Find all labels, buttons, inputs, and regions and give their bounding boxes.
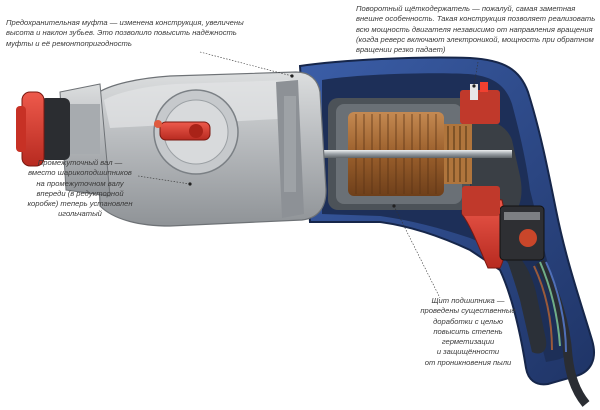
annotation-line: муфты и её ремонтопригодность [6,38,132,48]
leader-brush-holder [473,61,479,87]
annotation-line: внешне особенность. Такая конструкция по… [356,14,596,24]
chuck-assembly [16,83,111,197]
speed-dial [519,229,537,247]
annotation-line: (когда реверс включают электроникой, мощ… [356,34,594,44]
mode-selector [153,89,239,175]
annotation-line: повысить степень [433,326,503,336]
leader-bearing-shield [393,205,441,299]
power-cable [533,259,590,407]
leader-dots [188,74,476,208]
annotation-safety-clutch: Предохранительная муфта — изменена конст… [6,18,244,49]
leader-clutch [199,51,293,77]
motor-shaft [312,150,512,158]
annotation-line: проведены существенные [420,306,516,316]
brush-holder [460,82,500,216]
leader-lines [137,51,479,299]
annotation-line: высота и наклон зубьев. Это позволило по… [6,28,237,38]
annotation-line: герметизации [441,337,495,347]
annotation-line: впереди (в редукторной [36,188,124,198]
annotation-line: и защищённости [436,347,500,357]
annotation-bearing-shield: Щит подшипника — проведены существенные … [398,296,538,368]
annotation-line: Щит подшипника — [431,296,505,305]
armature [312,112,512,196]
annotation-brush-holder: Поворотный щёткодержатель — пожалуй, сам… [356,4,595,55]
annotation-line: вместо шарикоподшипников [28,168,132,178]
annotation-line: игольчатый [58,209,102,219]
annotation-line: вращении резко падает) [356,45,446,55]
annotation-line: от проникновения пыли [424,357,512,367]
chuck-sleeve [40,98,70,160]
annotation-line: Промежуточный вал — [37,158,123,167]
annotation-line: Поворотный щёткодержатель — пожалуй, сам… [356,4,576,13]
annotation-line: доработки с целью [433,316,503,326]
annotation-line: Предохранительная муфта — изменена конст… [6,18,244,27]
annotation-line: коробке) теперь установлен [27,199,133,209]
annotation-line: на промежуточном валу [36,178,124,188]
annotation-line: всю мощность двигателя независимо от нап… [356,24,593,34]
annotation-intermediate-shaft: Промежуточный вал — вместо шарикоподшипн… [4,158,156,220]
